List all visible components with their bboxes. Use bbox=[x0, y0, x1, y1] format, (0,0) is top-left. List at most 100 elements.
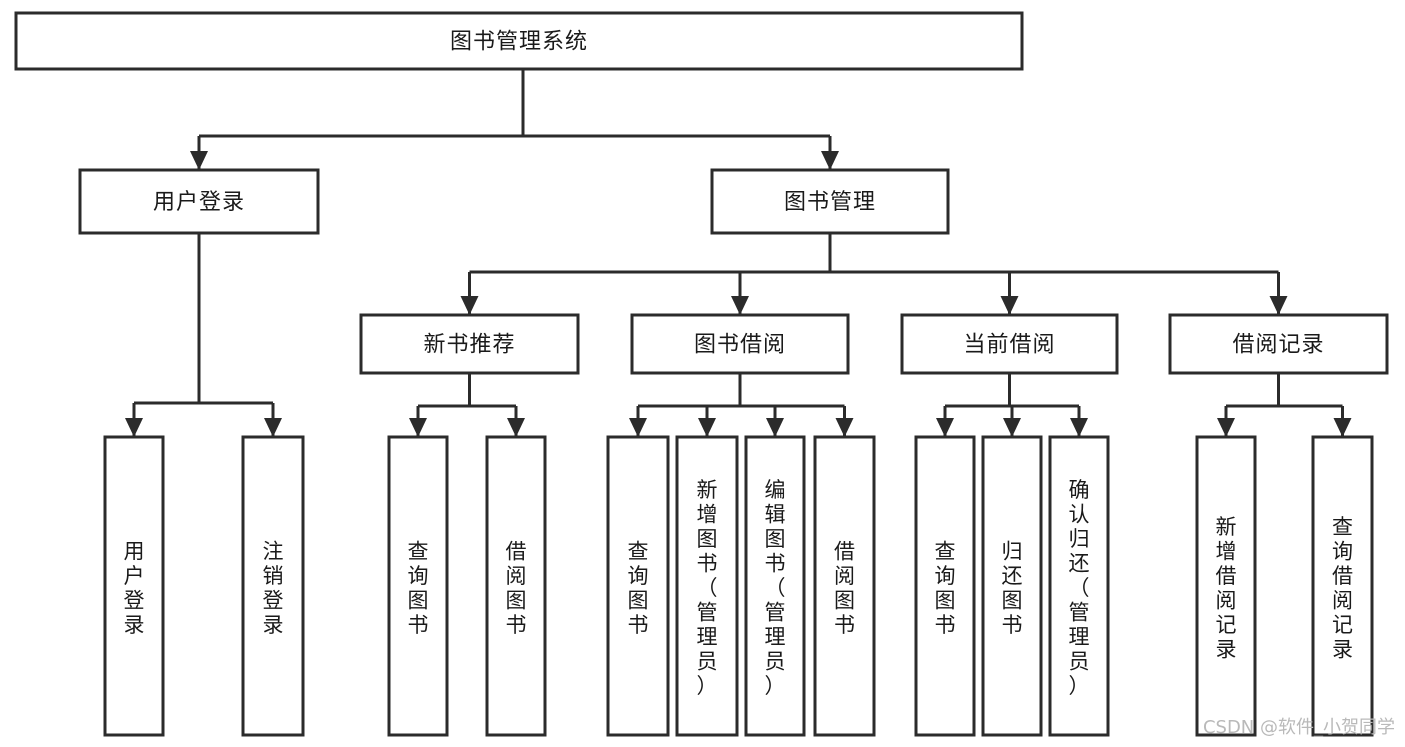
node-label-char: 询 bbox=[628, 564, 649, 588]
node-label-char: 增 bbox=[1216, 539, 1237, 563]
node-label-char: 询 bbox=[935, 564, 956, 588]
node-box[interactable] bbox=[387, 435, 449, 737]
node-label-char: 登 bbox=[263, 588, 284, 612]
node-label-char: 书 bbox=[506, 613, 527, 637]
node-label-char: 管 bbox=[697, 601, 718, 625]
node-box[interactable] bbox=[630, 313, 850, 375]
node-label-char: 查 bbox=[1332, 515, 1353, 539]
node-label-char: 书 bbox=[1002, 613, 1023, 637]
node-label-char: 询 bbox=[408, 564, 429, 588]
node-box[interactable] bbox=[103, 435, 165, 737]
node-label-char: 书 bbox=[765, 552, 786, 576]
node-label-char: 询 bbox=[1332, 539, 1353, 563]
node-box[interactable] bbox=[14, 11, 1024, 71]
node-box[interactable] bbox=[485, 435, 547, 737]
node-box[interactable] bbox=[675, 435, 739, 737]
node-label-char: 管 bbox=[1069, 601, 1090, 625]
node-label-char: 增 bbox=[697, 503, 718, 527]
node-label-char: 借 bbox=[834, 539, 855, 563]
node-box[interactable] bbox=[78, 168, 320, 235]
arrow-head-icon bbox=[190, 151, 208, 170]
node-book-manage[interactable]: 图书管理 bbox=[710, 168, 950, 235]
node-root[interactable]: 图书管理系统 bbox=[14, 11, 1024, 71]
node-label-char: 归 bbox=[1002, 539, 1023, 563]
node-label-char: 录 bbox=[1216, 637, 1237, 661]
node-current-borrow[interactable]: 当前借阅 bbox=[900, 313, 1119, 375]
node-label-char: 理 bbox=[1069, 625, 1090, 649]
node-label-char: 认 bbox=[1069, 503, 1090, 527]
node-label-char: 记 bbox=[1216, 613, 1237, 637]
arrow-head-icon bbox=[460, 296, 479, 315]
node-box[interactable] bbox=[1195, 435, 1257, 737]
node-label-char: 查 bbox=[935, 539, 956, 563]
arrow-head-icon bbox=[731, 296, 749, 315]
node-label-char: （ bbox=[697, 576, 718, 600]
arrow-head-icon bbox=[507, 418, 525, 437]
node-label: 图书管理 bbox=[784, 190, 876, 215]
node-box[interactable] bbox=[981, 435, 1043, 737]
node-borrow-record[interactable]: 借阅记录 bbox=[1168, 313, 1389, 375]
node-box[interactable] bbox=[1168, 313, 1389, 375]
node-label-char: 阅 bbox=[1332, 588, 1353, 612]
arrow-head-icon bbox=[1000, 296, 1019, 315]
node-label-char: ） bbox=[765, 674, 786, 698]
node-box[interactable] bbox=[900, 313, 1119, 375]
node-box[interactable] bbox=[710, 168, 950, 235]
node-box[interactable] bbox=[359, 313, 580, 375]
node-label-char: 新 bbox=[1216, 515, 1237, 539]
node-label-char: 还 bbox=[1002, 564, 1023, 588]
node-label-char: 书 bbox=[834, 613, 855, 637]
node-label-char: 员 bbox=[765, 650, 786, 674]
node-label-char: 借 bbox=[1332, 564, 1353, 588]
arrow-head-icon bbox=[1333, 418, 1352, 437]
node-label-char: 还 bbox=[1069, 552, 1090, 576]
node-label-char: 书 bbox=[408, 613, 429, 637]
node-label-char: 理 bbox=[697, 625, 718, 649]
node-label: 借阅记录 bbox=[1232, 333, 1324, 358]
node-label: 图书借阅 bbox=[694, 333, 786, 358]
node-book-borrow[interactable]: 图书借阅 bbox=[630, 313, 850, 375]
arrow-head-icon bbox=[125, 418, 143, 437]
node-label-char: 查 bbox=[408, 539, 429, 563]
node-box[interactable] bbox=[813, 435, 876, 737]
node-label-char: 图 bbox=[506, 588, 527, 612]
node-box[interactable] bbox=[241, 435, 305, 737]
node-box[interactable] bbox=[606, 435, 670, 737]
node-new-book-rec[interactable]: 新书推荐 bbox=[359, 313, 580, 375]
node-box[interactable] bbox=[914, 435, 976, 737]
node-label-char: 管 bbox=[765, 601, 786, 625]
arrow-head-icon bbox=[936, 418, 954, 437]
node-box[interactable] bbox=[744, 435, 806, 737]
node-label-char: 员 bbox=[697, 650, 718, 674]
node-label: 当前借阅 bbox=[963, 333, 1055, 358]
node-box[interactable] bbox=[1048, 435, 1110, 737]
arrow-head-icon bbox=[1070, 418, 1088, 437]
node-user-login[interactable]: 用户登录 bbox=[78, 168, 320, 235]
arrow-head-icon bbox=[1217, 418, 1235, 437]
node-label-char: 查 bbox=[628, 539, 649, 563]
node-label-char: 阅 bbox=[506, 564, 527, 588]
node-box[interactable] bbox=[1311, 435, 1374, 737]
node-label-char: ） bbox=[697, 674, 718, 698]
node-leaf-user-login[interactable]: 用户登录 bbox=[103, 435, 165, 737]
node-label-char: 书 bbox=[935, 613, 956, 637]
node-label-char: 图 bbox=[697, 527, 718, 551]
node-label-char: 编 bbox=[765, 478, 786, 502]
node-label-char: 图 bbox=[935, 588, 956, 612]
node-label-char: 阅 bbox=[1216, 588, 1237, 612]
node-label-char: 注 bbox=[263, 539, 284, 563]
